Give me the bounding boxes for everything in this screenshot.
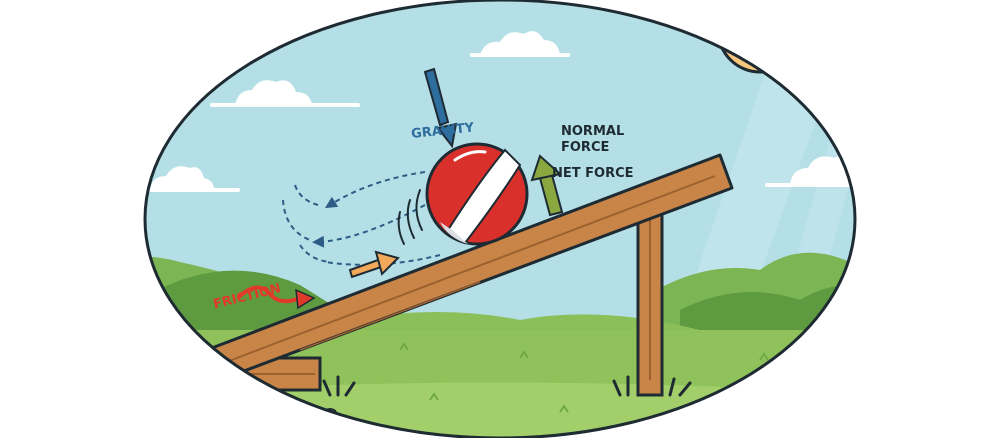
grass-path — [145, 382, 855, 438]
ball-speed-lines — [397, 189, 423, 245]
grass-tufts-post — [322, 375, 692, 397]
cloud-icon — [145, 166, 240, 192]
cloud-icon — [210, 80, 360, 107]
motion-path-lines — [282, 171, 441, 266]
net-force-label: NET FORCE — [552, 166, 634, 181]
motion-arrow — [348, 250, 400, 279]
ball-icon — [425, 142, 529, 246]
friction-arrow — [238, 285, 316, 310]
sun-icon — [716, 0, 804, 74]
normal-force-arrow — [530, 154, 564, 217]
gravity-label: GRAVITY — [411, 120, 476, 142]
ramp-post — [636, 203, 664, 397]
gravity-arrow — [423, 67, 458, 149]
scene-frame — [143, 0, 857, 438]
normal-force-label-line1: NORMAL — [561, 124, 624, 139]
cloud-icon — [470, 31, 570, 57]
normal-force-label-line2: FORCE — [561, 140, 609, 155]
